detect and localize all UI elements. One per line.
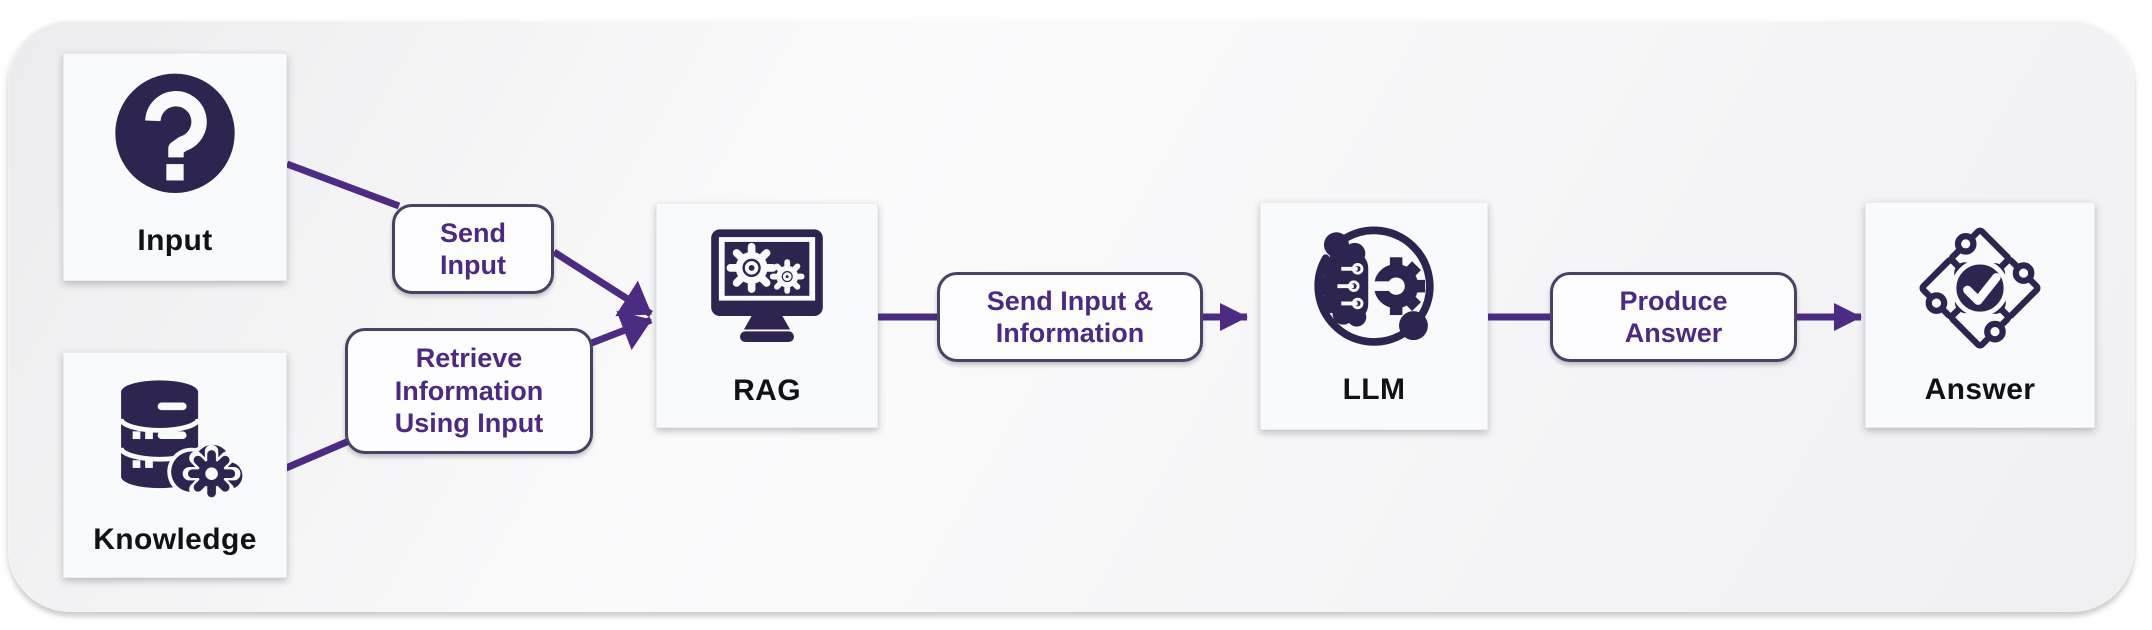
edge-label-produce-answer: Produce Answer bbox=[1550, 272, 1797, 362]
input-node-label: Input bbox=[137, 224, 213, 257]
edge-label-retrieve-information: Retrieve Information Using Input bbox=[345, 328, 593, 454]
edge-label-text: Retrieve Information Using Input bbox=[394, 343, 544, 439]
input-node: Input bbox=[63, 53, 287, 281]
computer-gears-icon bbox=[711, 229, 823, 343]
edge-label-text: Produce Answer bbox=[1619, 285, 1728, 348]
answer-node: Answer bbox=[1865, 202, 2095, 428]
database-gear-icon bbox=[118, 380, 247, 503]
question-mark-icon bbox=[115, 73, 235, 193]
ai-brain-gear-icon bbox=[1314, 226, 1434, 346]
knowledge-node: Knowledge bbox=[63, 352, 287, 578]
llm-node: LLM bbox=[1260, 202, 1488, 430]
puzzle-check-icon bbox=[1919, 227, 2041, 349]
edge-label-text: Send Input & Information bbox=[986, 285, 1154, 348]
rag-node: RAG bbox=[656, 203, 878, 428]
rag-node-label: RAG bbox=[733, 374, 801, 407]
knowledge-node-label: Knowledge bbox=[93, 523, 257, 556]
llm-node-label: LLM bbox=[1342, 373, 1406, 406]
edge-label-send-input-information: Send Input & Information bbox=[937, 272, 1203, 362]
answer-node-label: Answer bbox=[1924, 373, 2036, 406]
edge-label-text: Send Input bbox=[439, 217, 506, 280]
edge-label-send-input: Send Input bbox=[392, 204, 554, 294]
